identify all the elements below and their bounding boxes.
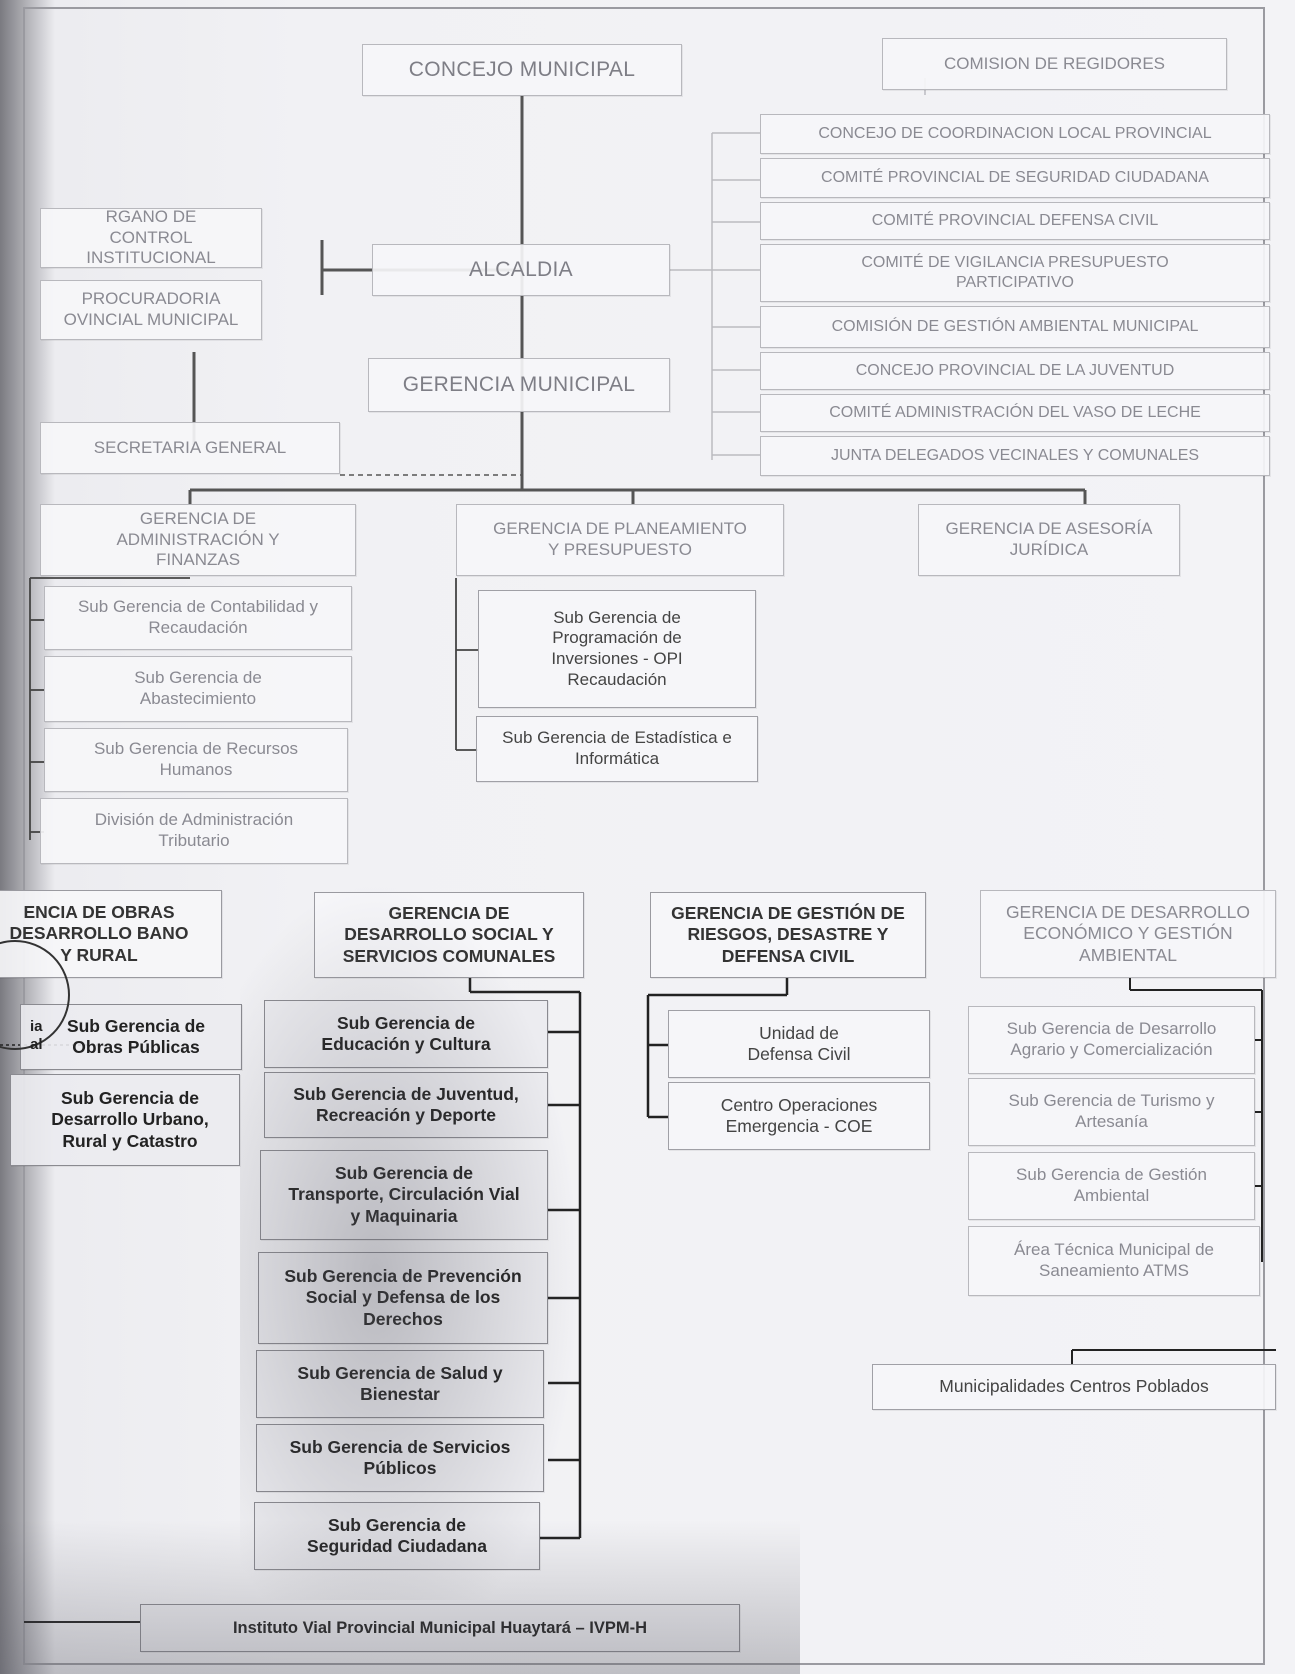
comision-regidores-box: COMISION DE REGIDORES	[882, 38, 1227, 90]
riesgos-sub-2: Centro Operaciones Emergencia - COE	[668, 1082, 930, 1150]
consultivo-2: COMITÉ PROVINCIAL DE SEGURIDAD CIUDADANA	[760, 158, 1270, 198]
economico-sub-4: Área Técnica Municipal de Saneamiento AT…	[968, 1226, 1260, 1296]
consultivo-5: COMISIÓN DE GESTIÓN AMBIENTAL MUNICIPAL	[760, 306, 1270, 348]
gerencia-riesgos-box: GERENCIA DE GESTIÓN DE RIESGOS, DESASTRE…	[650, 892, 926, 978]
social-sub-3: Sub Gerencia de Transporte, Circulación …	[260, 1150, 548, 1240]
social-sub-2: Sub Gerencia de Juventud, Recreación y D…	[264, 1072, 548, 1138]
social-sub-4: Sub Gerencia de Prevención Social y Defe…	[258, 1252, 548, 1344]
gerencia-municipal-box: GERENCIA MUNICIPAL	[368, 358, 670, 412]
admin-sub-2: Sub Gerencia de Abastecimiento	[44, 656, 352, 722]
procuraduria-box: PROCURADORIA OVINCIAL MUNICIPAL	[40, 280, 262, 340]
plan-sub-2: Sub Gerencia de Estadística e Informátic…	[476, 716, 758, 782]
consultivo-4: COMITÉ DE VIGILANCIA PRESUPUESTO PARTICI…	[760, 244, 1270, 302]
admin-sub-1: Sub Gerencia de Contabilidad y Recaudaci…	[44, 586, 352, 650]
consultivo-3: COMITÉ PROVINCIAL DEFENSA CIVIL	[760, 202, 1270, 240]
economico-sub-2: Sub Gerencia de Turismo y Artesanía	[968, 1078, 1255, 1146]
seal-text-line-1: ia	[30, 1018, 43, 1035]
obras-sub-1: Sub Gerencia de Obras Públicas	[20, 1004, 242, 1070]
seal-text: ia al	[30, 1018, 43, 1054]
gerencia-asesoria-box: GERENCIA DE ASESORÍA JURÍDICA	[918, 504, 1180, 576]
consultivo-6: CONCEJO PROVINCIAL DE LA JUVENTUD	[760, 352, 1270, 390]
gerencia-social-box: GERENCIA DE DESARROLLO SOCIAL Y SERVICIO…	[314, 892, 584, 978]
social-sub-5: Sub Gerencia de Salud y Bienestar	[256, 1350, 544, 1418]
admin-sub-3: Sub Gerencia de Recursos Humanos	[44, 728, 348, 792]
economico-sub-3: Sub Gerencia de Gestión Ambiental	[968, 1152, 1255, 1220]
economico-sub-1: Sub Gerencia de Desarrollo Agrario y Com…	[968, 1006, 1255, 1074]
gerencia-administracion-box: GERENCIA DE ADMINISTRACIÓN Y FINANZAS	[40, 504, 356, 576]
gerencia-planeamiento-box: GERENCIA DE PLANEAMIENTO Y PRESUPUESTO	[456, 504, 784, 576]
centros-poblados-box: Municipalidades Centros Poblados	[872, 1364, 1276, 1410]
obras-sub-2: Sub Gerencia de Desarrollo Urbano, Rural…	[10, 1074, 240, 1166]
social-sub-1: Sub Gerencia de Educación y Cultura	[264, 1000, 548, 1068]
gerencia-economico-box: GERENCIA DE DESARROLLO ECONÓMICO Y GESTI…	[980, 890, 1276, 978]
admin-sub-4: División de Administración Tributario	[40, 798, 348, 864]
organo-control-box: RGANO DE CONTROL INSTITUCIONAL	[40, 207, 262, 268]
riesgos-sub-1: Unidad de Defensa Civil	[668, 1010, 930, 1078]
seal-text-line-2: al	[30, 1036, 43, 1053]
concejo-municipal-box: CONCEJO MUNICIPAL	[362, 44, 682, 96]
social-sub-7: Sub Gerencia de Seguridad Ciudadana	[254, 1502, 540, 1570]
consultivo-8: JUNTA DELEGADOS VECINALES Y COMUNALES	[760, 436, 1270, 476]
plan-sub-1: Sub Gerencia de Programación de Inversio…	[478, 590, 756, 708]
consultivo-7: COMITÉ ADMINISTRACIÓN DEL VASO DE LECHE	[760, 394, 1270, 432]
alcaldia-box: ALCALDIA	[372, 244, 670, 296]
social-sub-6: Sub Gerencia de Servicios Públicos	[256, 1424, 544, 1492]
secretaria-general-box: SECRETARIA GENERAL	[40, 422, 340, 474]
consultivo-1: CONCEJO DE COORDINACION LOCAL PROVINCIAL	[760, 114, 1270, 154]
instituto-vial-box: Instituto Vial Provincial Municipal Huay…	[140, 1604, 740, 1652]
